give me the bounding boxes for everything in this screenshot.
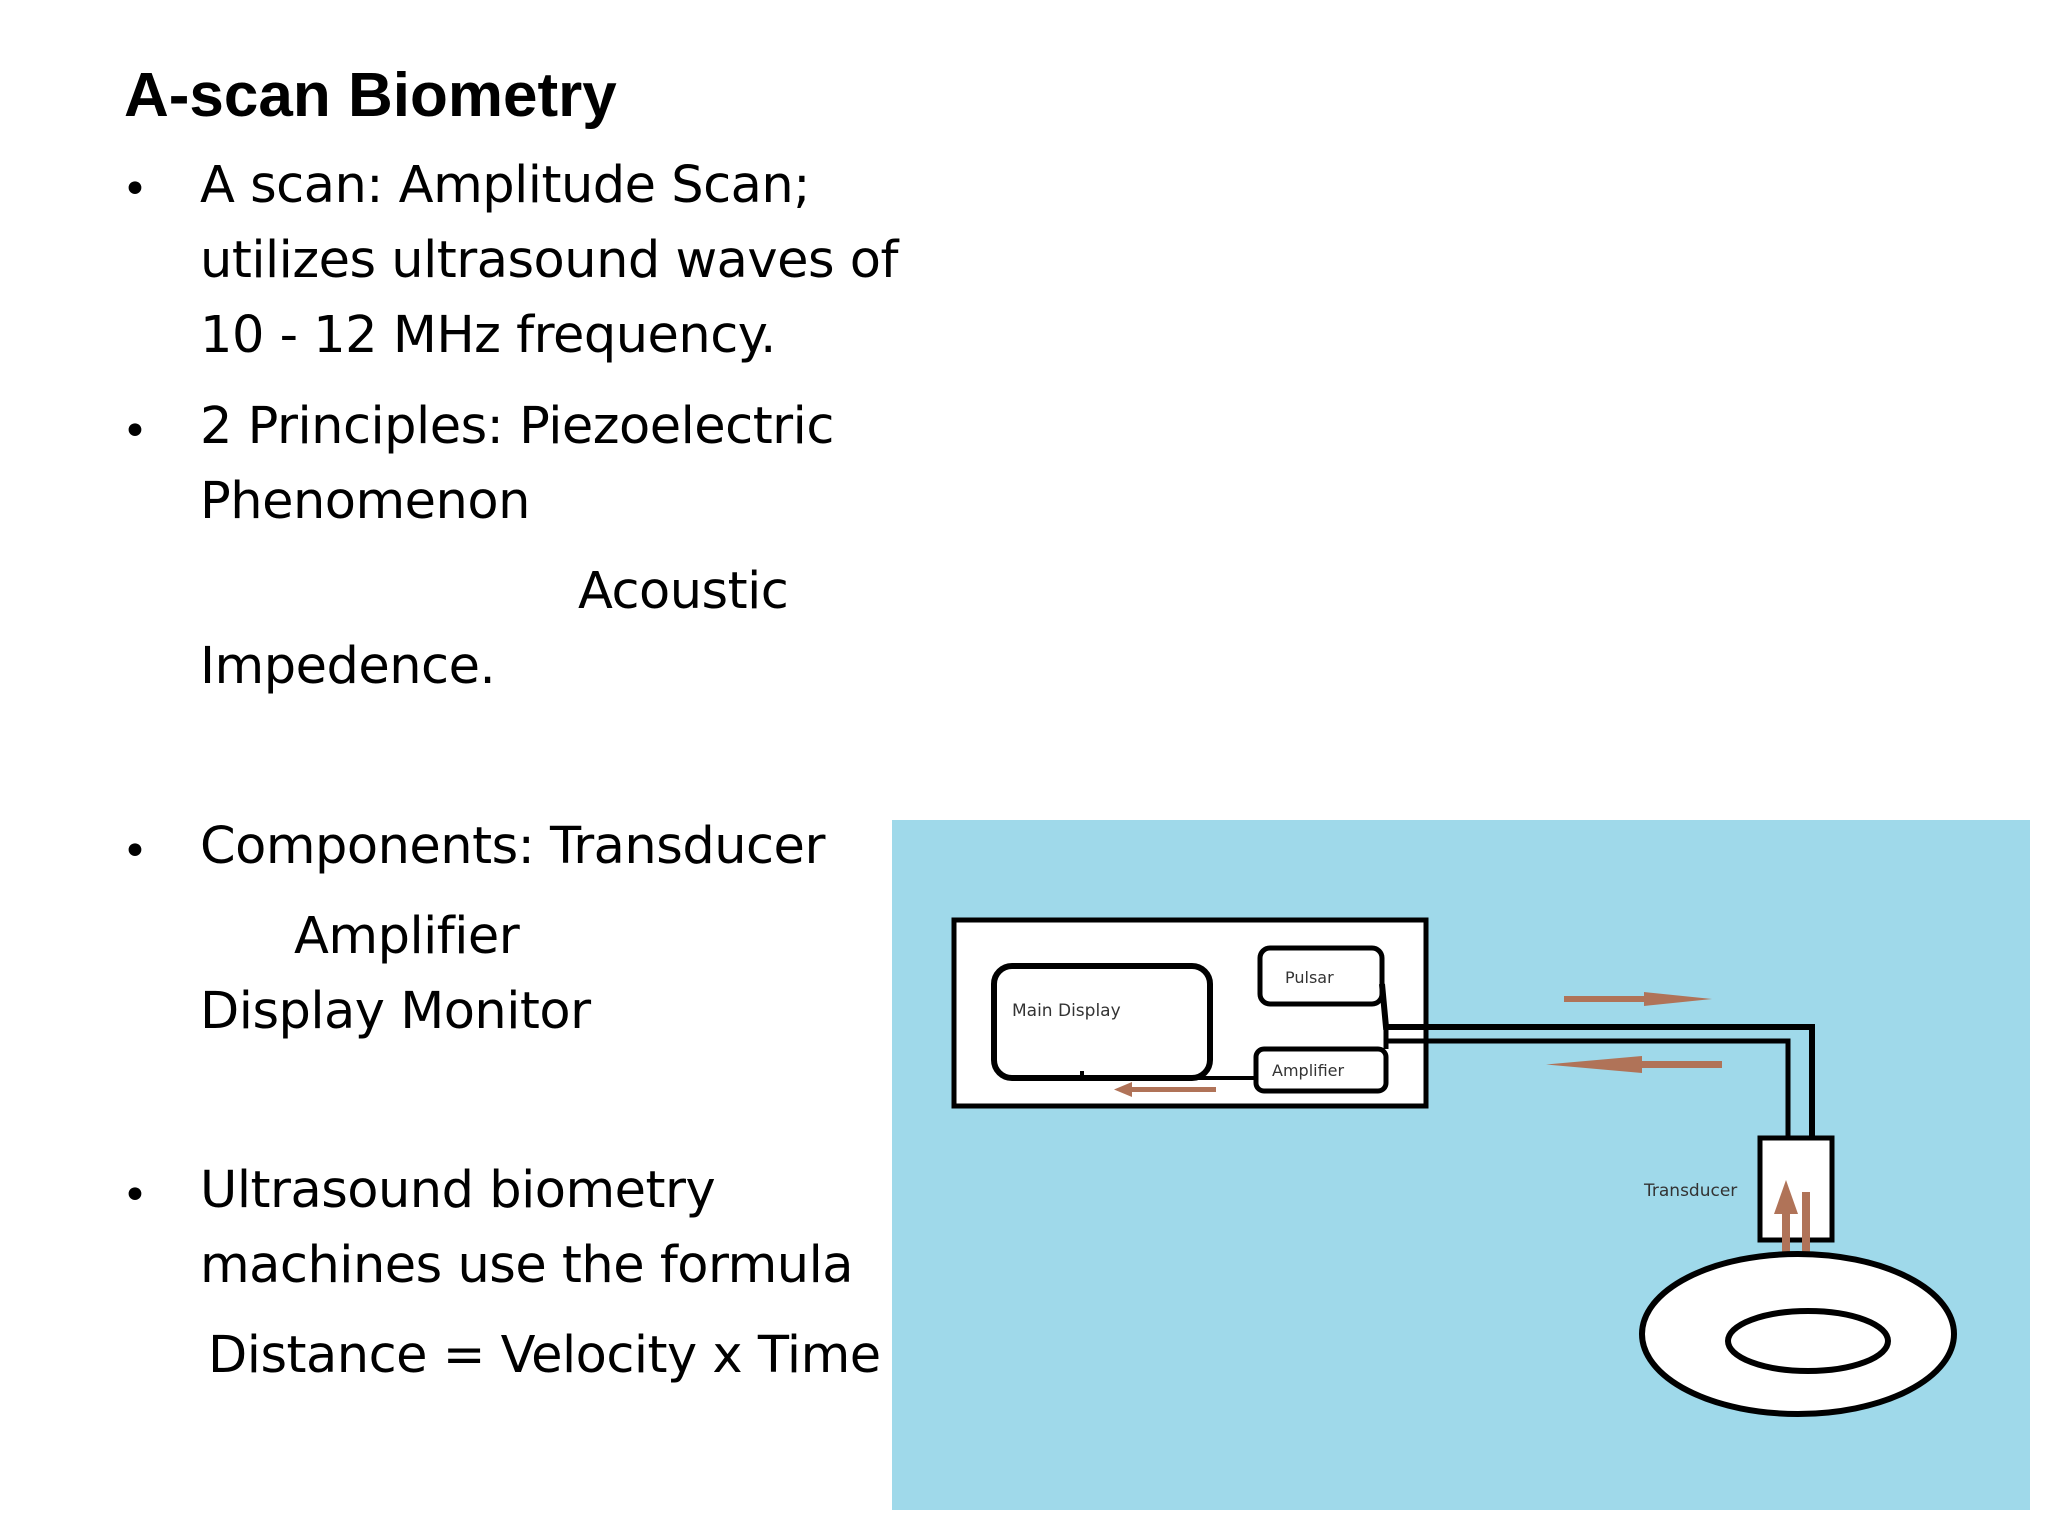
outgoing-right-arrow xyxy=(1564,992,1712,1006)
bullet-1-line-3: 10 - 12 MHz frequency. xyxy=(200,306,776,365)
transducer-label: Transducer xyxy=(1643,1181,1737,1201)
returning-left-arrow xyxy=(1546,1056,1722,1073)
bullet-marker: • xyxy=(122,164,148,215)
bullet-4-line-1: Ultrasound biometry xyxy=(200,1161,716,1220)
slide-title: A-scan Biometry xyxy=(124,61,617,130)
bullet-4-line-2: machines use the formula xyxy=(200,1236,854,1295)
bullet-3-line-3: Display Monitor xyxy=(200,982,591,1041)
amplifier-box xyxy=(1253,1046,1389,1094)
a-scan-diagram-svg: Main Display Pulsar Amplifier xyxy=(892,820,2030,1510)
bullet-2-line-2: Phenomenon xyxy=(200,472,530,531)
amplifier-label: Amplifier xyxy=(1272,1061,1345,1080)
amplifier-display-wire xyxy=(1080,1071,1256,1080)
bullet-1-line-1: A scan: Amplitude Scan; xyxy=(200,156,810,215)
bullet-marker: • xyxy=(122,406,148,457)
cable-outer xyxy=(1379,983,1815,1140)
bullet-2-line-1: 2 Principles: Piezoelectric xyxy=(200,397,834,456)
bullet-marker: • xyxy=(122,1170,148,1221)
bullet-marker: • xyxy=(122,826,148,877)
bullet-2-line-4: Impedence. xyxy=(200,637,496,696)
bullet-2-line-3: Acoustic xyxy=(578,562,789,621)
bullet-3-line-2: Amplifier xyxy=(294,907,520,966)
bullet-1-line-2: utilizes ultrasound waves of xyxy=(200,231,898,290)
cable-inner xyxy=(1386,1038,1791,1140)
a-scan-diagram: Main Display Pulsar Amplifier xyxy=(892,820,2030,1510)
internal-left-arrow xyxy=(1114,1082,1216,1097)
eye-lens xyxy=(1725,1308,1891,1374)
transducer-box xyxy=(1757,1135,1835,1243)
main-display-label: Main Display xyxy=(1012,1001,1121,1021)
pulsar-box xyxy=(1257,945,1385,1007)
pulsar-label: Pulsar xyxy=(1285,968,1334,987)
main-display-box xyxy=(991,963,1213,1081)
bullet-3-line-1: Components: Transducer xyxy=(200,817,825,876)
bullet-4-line-3: Distance = Velocity x Time xyxy=(208,1326,881,1385)
